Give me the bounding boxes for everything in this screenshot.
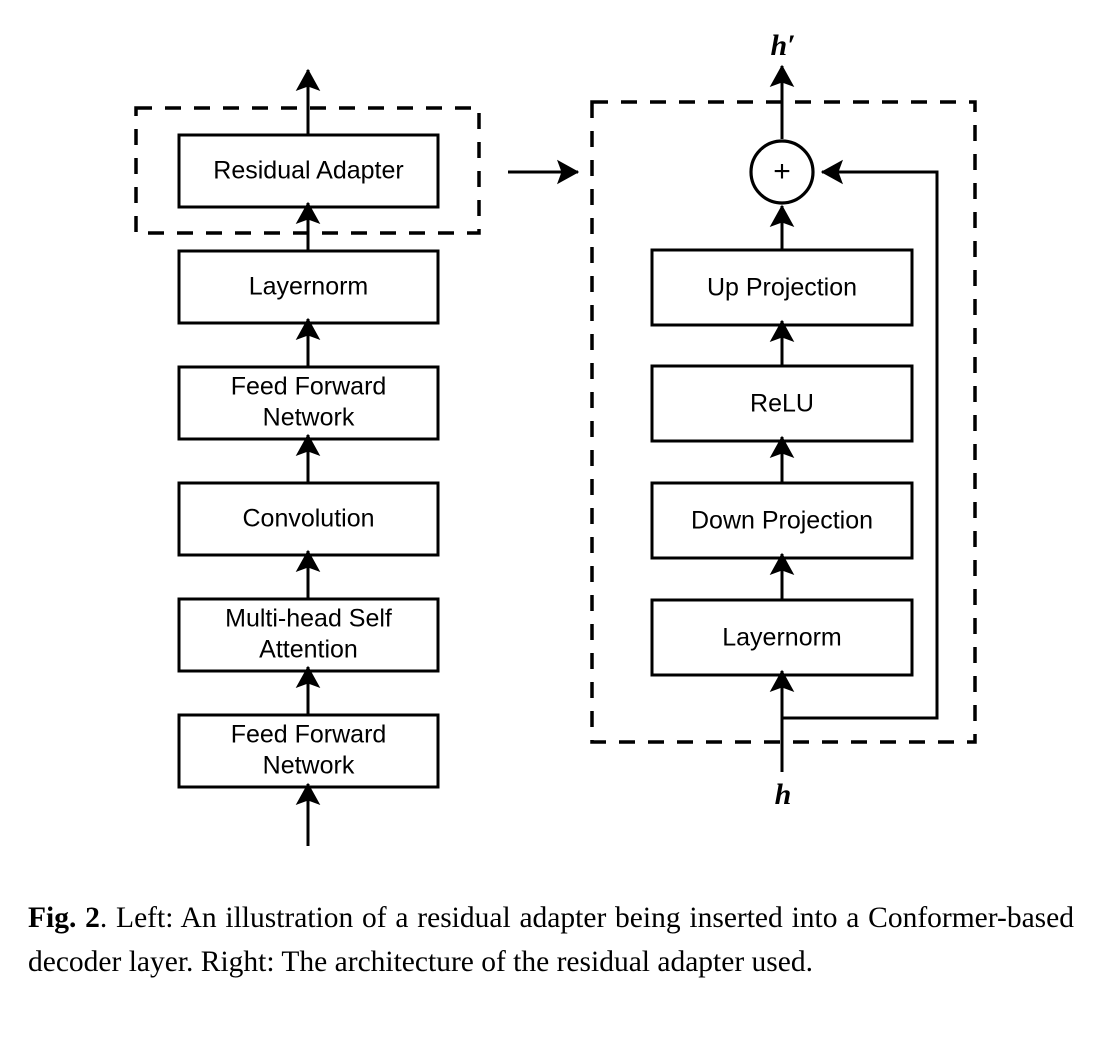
sum-node: + (749, 139, 815, 205)
block-multi-head-self-attention: Multi-head Self Attention (177, 597, 440, 673)
block-relu: ReLU (650, 364, 914, 443)
block-up-projection-label: Up Projection (707, 274, 857, 302)
block-feed-forward-network-top-label-line1: Feed Forward (231, 373, 387, 401)
adapter-boundary-box (590, 100, 977, 744)
block-relu-label: ReLU (750, 390, 814, 418)
block-feed-forward-network-bottom-label-line1: Feed Forward (231, 721, 387, 749)
block-up-projection: Up Projection (650, 248, 914, 327)
figure-caption: Fig. 2. Left: An illustration of a resid… (28, 896, 1074, 984)
plus-icon: + (773, 155, 791, 188)
block-down-projection-label: Down Projection (691, 507, 873, 535)
residual-skip-connection (782, 159, 939, 720)
input-label-h: h (775, 778, 792, 811)
block-layernorm-label: Layernorm (249, 273, 369, 301)
output-label-h-prime: h′ (770, 29, 795, 62)
left-panel: Residual Adapter Layernorm Feed Forward … (134, 68, 481, 846)
block-feed-forward-network-bottom-label-line2: Network (263, 752, 355, 780)
block-multi-head-self-attention-label-line1: Multi-head Self (225, 605, 392, 633)
block-feed-forward-network-top-label-line2: Network (263, 404, 355, 432)
block-multi-head-self-attention-label-line2: Attention (259, 636, 358, 664)
figure-number: Fig. 2 (28, 902, 100, 934)
figure-caption-text: . Left: An illustration of a residual ad… (28, 902, 1074, 978)
block-convolution-label: Convolution (242, 505, 374, 533)
block-feed-forward-network-bottom: Feed Forward Network (177, 713, 440, 789)
block-residual-adapter: Residual Adapter (177, 133, 440, 209)
block-feed-forward-network-top: Feed Forward Network (177, 365, 440, 441)
block-down-projection: Down Projection (650, 481, 914, 560)
right-panel: h′ + Up Projection ReLU (590, 29, 977, 811)
block-layernorm: Layernorm (177, 249, 440, 325)
block-convolution: Convolution (177, 481, 440, 557)
block-layernorm-right-label: Layernorm (722, 624, 842, 652)
block-layernorm-right: Layernorm (650, 598, 914, 677)
block-residual-adapter-label: Residual Adapter (213, 157, 403, 185)
architecture-diagram: Residual Adapter Layernorm Feed Forward … (134, 29, 977, 846)
